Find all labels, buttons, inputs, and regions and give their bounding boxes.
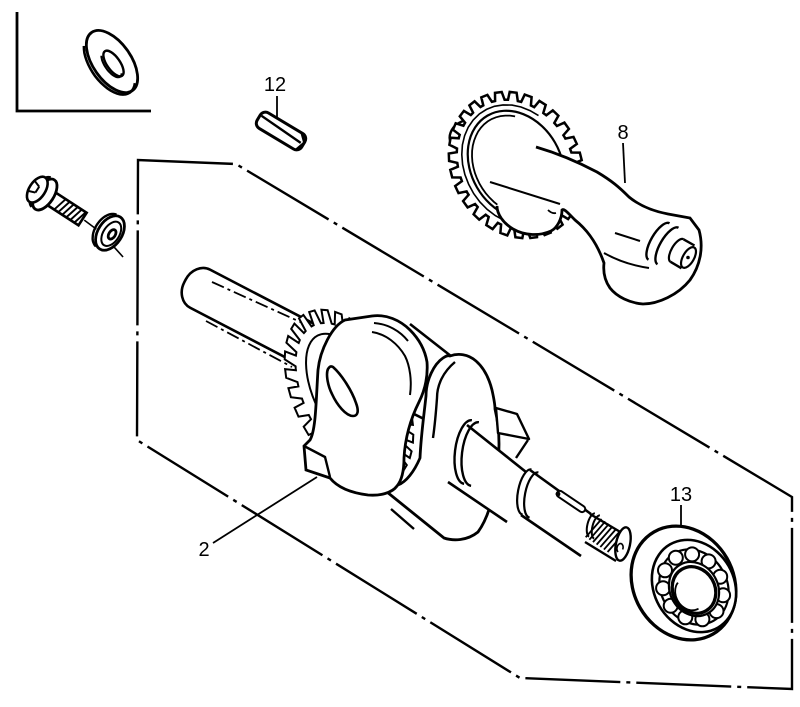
- svg-text:13: 13: [670, 484, 692, 506]
- svg-text:2: 2: [198, 539, 209, 561]
- svg-text:8: 8: [617, 122, 628, 144]
- svg-text:12: 12: [264, 74, 286, 96]
